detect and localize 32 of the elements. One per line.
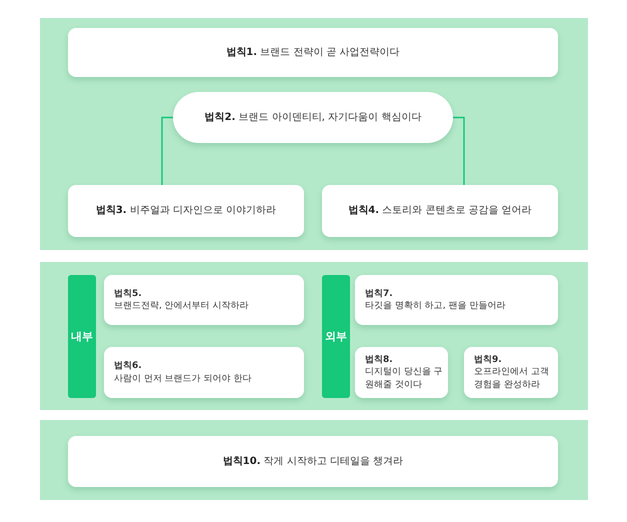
- rule-number: 법칙6.: [114, 360, 143, 372]
- rule-text: 법칙10. 작게 시작하고 디테일을 챙겨라: [222, 454, 404, 468]
- rule-number: 법칙5.: [114, 288, 143, 300]
- rule-text: 브랜드전략, 안에서부터 시작하라: [114, 300, 250, 312]
- rule-text: 법칙4. 스토리와 콘텐츠로 공감을 얻어라: [348, 204, 532, 218]
- rule-text: 법칙2. 브랜드 아이덴티티, 자기다움이 핵심이다: [204, 110, 422, 124]
- rule-pill: [173, 92, 453, 143]
- connector-line: [161, 116, 173, 185]
- rule-number: 법칙9.: [474, 354, 503, 366]
- rule-text: 법칙3. 비주얼과 디자인으로 이야기하라: [96, 204, 276, 218]
- category-label: 외부: [322, 275, 350, 398]
- rule-card: [68, 436, 558, 487]
- rule-card: [322, 185, 558, 237]
- rule-card: [68, 185, 304, 237]
- section-panel: [40, 262, 588, 410]
- rule-text: 디지털이 당신을 구원해줄 것이다: [365, 366, 444, 391]
- rule-card: [355, 347, 448, 398]
- rule-number: 법칙8.: [365, 354, 394, 366]
- rule-text: 타깃을 명확히 하고, 팬을 만들어라: [365, 300, 506, 312]
- rule-text: 법칙1. 브랜드 전략이 곧 사업전략이다: [226, 46, 400, 60]
- section-panel: [40, 420, 588, 500]
- rule-number: 법칙7.: [365, 288, 394, 300]
- rule-text: 사람이 먼저 브랜드가 되어야 한다: [114, 372, 252, 385]
- rule-card: [104, 275, 304, 325]
- connector-line: [453, 116, 465, 185]
- rule-card: [464, 347, 558, 398]
- rule-card: [355, 275, 558, 325]
- rule-text: 오프라인에서 고객 경험을 완성하라: [474, 366, 550, 391]
- rule-card: [68, 28, 558, 77]
- rule-card: [104, 347, 304, 398]
- section-panel: [40, 18, 588, 250]
- category-label: 내부: [68, 275, 96, 398]
